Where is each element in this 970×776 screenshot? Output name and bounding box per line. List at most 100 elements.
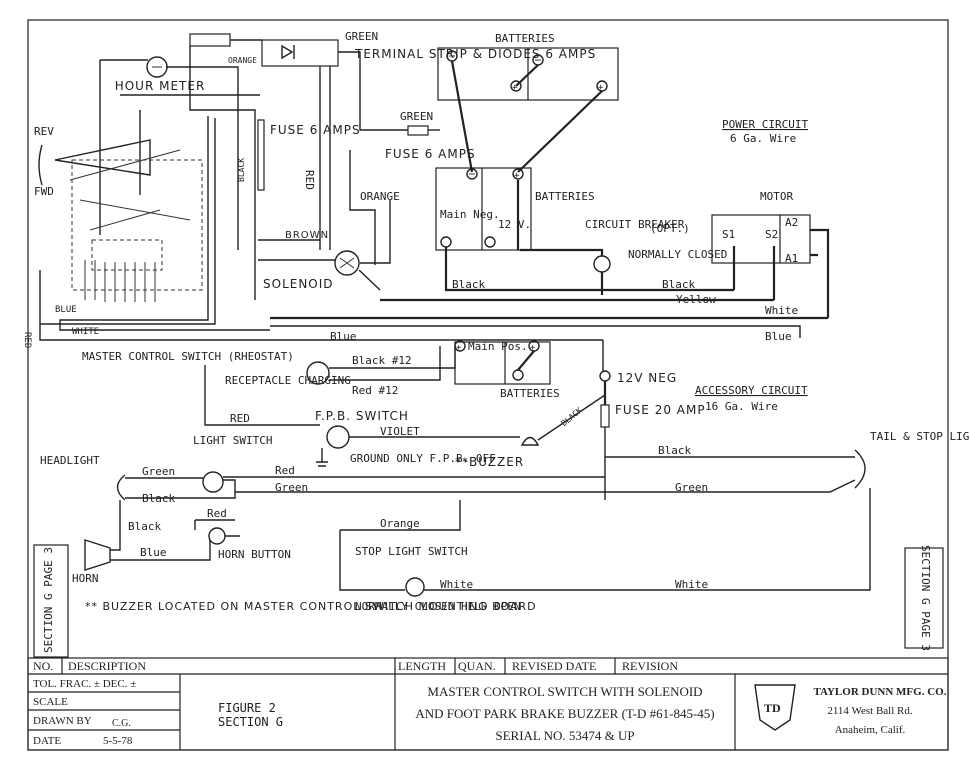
circuit-breaker-label: CIRCUIT BREAKER xyxy=(585,218,685,231)
tb-address: 2114 West Ball Rd. xyxy=(827,705,913,717)
circuit-breaker-icon xyxy=(593,255,611,273)
company-logo: TD xyxy=(754,684,796,731)
tb-figure: FIGURE 2 xyxy=(218,701,276,715)
terminal-strip xyxy=(261,39,339,67)
headlight-icon xyxy=(116,474,126,501)
section-tab-right xyxy=(904,547,944,649)
svg-text:+: + xyxy=(598,83,604,93)
main-neg-label: Main Neg. xyxy=(440,208,500,221)
wire-blue-left: BLUE xyxy=(55,305,77,315)
wire-white-stop2: White xyxy=(675,578,708,591)
tail-light-icon xyxy=(854,449,866,489)
drawing-frame xyxy=(27,19,949,751)
tb-revised-date: REVISED DATE xyxy=(512,659,596,673)
normally-closed-held-label: NORMALLY CLOSED HELD OPEN xyxy=(355,600,521,613)
wire-orange-top: ORANGE xyxy=(228,56,257,65)
fpb-switch-icon xyxy=(326,425,350,449)
rev-label: REV xyxy=(34,125,54,138)
batteries-top-label: BATTERIES xyxy=(495,32,555,45)
tb-company: TAYLOR DUNN MFG. CO. xyxy=(814,686,947,698)
motor-s1: S1 xyxy=(722,228,735,241)
accessory-gauge-label: 16 Ga. Wire xyxy=(705,400,778,413)
tb-scale: SCALE xyxy=(33,696,68,708)
tb-tol: TOL. FRAC. ± DEC. ± xyxy=(33,678,136,690)
svg-text:+: + xyxy=(514,171,520,181)
buzzer-icon xyxy=(520,436,540,446)
wire-black-horn: Black xyxy=(128,520,161,533)
wire-green-tail: Green xyxy=(675,481,708,494)
headlight-label: HEADLIGHT xyxy=(40,454,100,467)
wire-black-main: Black xyxy=(452,278,485,291)
wire-brown: BROWN xyxy=(285,230,329,241)
horn-label: HORN xyxy=(72,572,99,585)
tb-description: DESCRIPTION xyxy=(68,659,146,673)
fuse-20-icon xyxy=(600,404,610,428)
twelve-v-neg-label: 12V NEG xyxy=(617,371,677,385)
wire-orange-mid: ORANGE xyxy=(360,190,400,203)
wire-violet: VIOLET xyxy=(380,425,420,438)
accessory-circuit-label: ACCESSORY CIRCUIT xyxy=(695,384,808,397)
receptacle-label: RECEPTACLE CHARGING xyxy=(225,374,351,387)
hour-meter: HOUR METER xyxy=(115,56,204,93)
wire-black-strip: BLACK xyxy=(237,158,246,182)
tail-stop-label: TAIL & STOP LIGHT xyxy=(870,430,970,443)
power-gauge-label: 6 Ga. Wire xyxy=(730,132,796,145)
section-left-label: SECTION G PAGE 3 xyxy=(42,547,55,653)
fuse-left-label: FUSE 6 AMPS xyxy=(270,123,361,137)
horn-button-label: HORN BUTTON xyxy=(218,548,291,561)
tb-date: DATE xyxy=(33,735,61,747)
wire-red-horn: Red xyxy=(207,507,227,520)
wire-red-fpb: RED xyxy=(230,412,250,425)
wire-red12: Red #12 xyxy=(352,384,398,397)
svg-text:+: + xyxy=(512,83,518,93)
solenoid-icon xyxy=(334,250,360,276)
terminal-strip-label: TERMINAL STRIP & DIODES 6 AMPS xyxy=(354,47,596,61)
power-circuit-label: POWER CIRCUIT xyxy=(722,118,808,131)
tb-drawn-by: DRAWN BY xyxy=(33,715,92,727)
tb-city: Anaheim, Calif. xyxy=(835,724,906,736)
wire-green-top: GREEN xyxy=(345,30,378,43)
buzzer-note: ** BUZZER LOCATED ON MASTER CONTROL SWIT… xyxy=(85,600,537,613)
wire-white-motor: White xyxy=(765,304,798,317)
horn-icon xyxy=(84,539,111,571)
ground-only-label: GROUND ONLY F.P.B. OFF xyxy=(350,452,496,465)
twelve-v-label: 12 V. xyxy=(498,218,531,231)
wire-black-motor: Black xyxy=(662,278,695,291)
wire-green-ls: Green xyxy=(275,481,308,494)
tb-drawn-by-value: C.G. xyxy=(112,718,131,729)
fuse-left xyxy=(257,119,265,191)
wire-orange-stop: Orange xyxy=(380,517,420,530)
section-right-label: SECTION G PAGE 3 xyxy=(919,545,932,651)
motor-a1: A1 xyxy=(785,252,798,265)
stop-light-switch-label: STOP LIGHT SWITCH xyxy=(355,545,468,558)
fuse-right xyxy=(407,125,429,136)
master-control-switch xyxy=(71,159,203,291)
svg-text:+: + xyxy=(530,343,536,353)
wire-yellow: Yellow xyxy=(676,293,716,306)
main-pos-label: Main Pos. xyxy=(468,340,528,353)
tb-revision: REVISION xyxy=(622,659,678,673)
wire-white-left: WHITE xyxy=(72,327,99,337)
wire-green-headlight: Green xyxy=(142,465,175,478)
diode-icon xyxy=(281,44,294,60)
logo-letters: TD xyxy=(764,701,781,715)
buzzer-label: **BUZZER xyxy=(455,455,524,469)
wire-red-left: RED xyxy=(22,332,32,348)
motor-s2: S2 xyxy=(765,228,778,241)
tb-section: SECTION G xyxy=(218,715,283,729)
battery-mid xyxy=(435,167,532,251)
title-block: NO. DESCRIPTION LENGTH QUAN. REVISED DAT… xyxy=(27,657,949,751)
wire-black-tail: Black xyxy=(658,444,691,457)
svg-text:+: + xyxy=(456,343,462,353)
wire-blue-horn: Blue xyxy=(140,546,167,559)
wire-black-headlight: Black xyxy=(142,492,175,505)
stop-light-switch-icon xyxy=(405,577,425,597)
tb-title2: AND FOOT PARK BRAKE BUZZER (T-D #61-845-… xyxy=(415,706,714,721)
tb-date-value: 5-5-78 xyxy=(103,735,133,747)
wire-blue-right: Blue xyxy=(765,330,792,343)
wire-red-strip: RED xyxy=(303,170,316,190)
tb-title3: SERIAL NO. 53474 & UP xyxy=(495,728,634,743)
light-switch-label: LIGHT SWITCH xyxy=(193,434,272,447)
tb-quan: QUAN. xyxy=(458,659,496,673)
